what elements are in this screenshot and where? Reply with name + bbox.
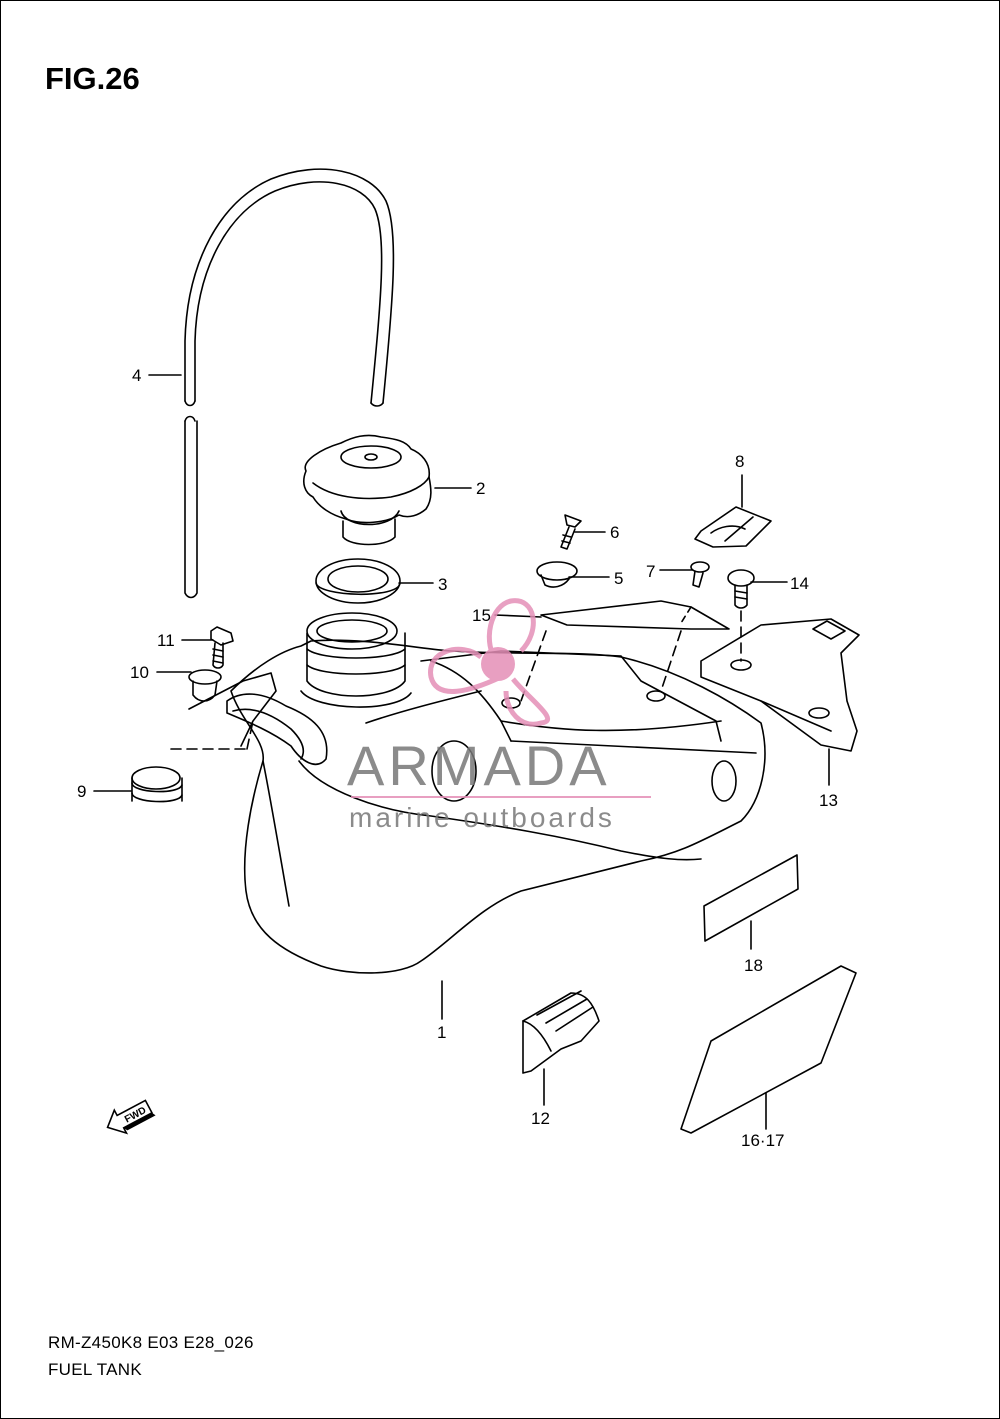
gasket-part: [315, 558, 401, 604]
callout-5: 5: [614, 569, 623, 588]
callout-13: 13: [819, 791, 838, 810]
cushion-12-part: [522, 990, 600, 1074]
callout-12: 12: [531, 1109, 550, 1128]
callout-18: 18: [744, 956, 763, 975]
figure-name: FUEL TANK: [48, 1360, 143, 1379]
callout-10: 10: [130, 663, 149, 682]
propeller-hub: [481, 647, 515, 681]
bracket-13-part: [700, 618, 860, 752]
breather-hose-part: [184, 168, 395, 599]
callout-11: 11: [157, 631, 175, 650]
collar-10-part: [188, 669, 277, 747]
callout-1: 1: [437, 1023, 446, 1042]
fwd-arrow-icon: FWD: [106, 1099, 156, 1135]
watermark-logo: ARMADA marine outboards: [347, 598, 651, 833]
cushion-9-part: [131, 720, 254, 803]
callout-6: 6: [610, 523, 619, 542]
bolt-11-part: [210, 626, 234, 669]
callout-2: 2: [476, 479, 485, 498]
washer-5-part: [536, 561, 578, 588]
heat-plate-15-part: [520, 600, 730, 702]
callout-9: 9: [77, 782, 86, 801]
watermark-brand: ARMADA: [347, 734, 611, 797]
callout-3: 3: [438, 575, 447, 594]
callout-7: 7: [646, 562, 655, 581]
clip-8-part: [694, 506, 772, 548]
propeller-icon: [428, 598, 550, 727]
label-18-part: [703, 854, 799, 942]
fuel-cap-part: [303, 434, 432, 546]
callout-8: 8: [735, 452, 744, 471]
label-16-17-part: [680, 965, 857, 1134]
screw-14-part: [727, 569, 755, 662]
model-code: RM-Z450K8 E03 E28_026: [48, 1333, 254, 1352]
screw-7-part: [690, 561, 710, 588]
callout-4: 4: [132, 366, 141, 385]
screw-6-part: [560, 514, 582, 550]
watermark-tagline: marine outboards: [349, 802, 615, 833]
callout-15: 15: [472, 606, 491, 625]
callout-16-17: 16·17: [741, 1131, 784, 1150]
figure-title: FIG.26: [45, 61, 140, 96]
callout-14: 14: [790, 574, 809, 593]
